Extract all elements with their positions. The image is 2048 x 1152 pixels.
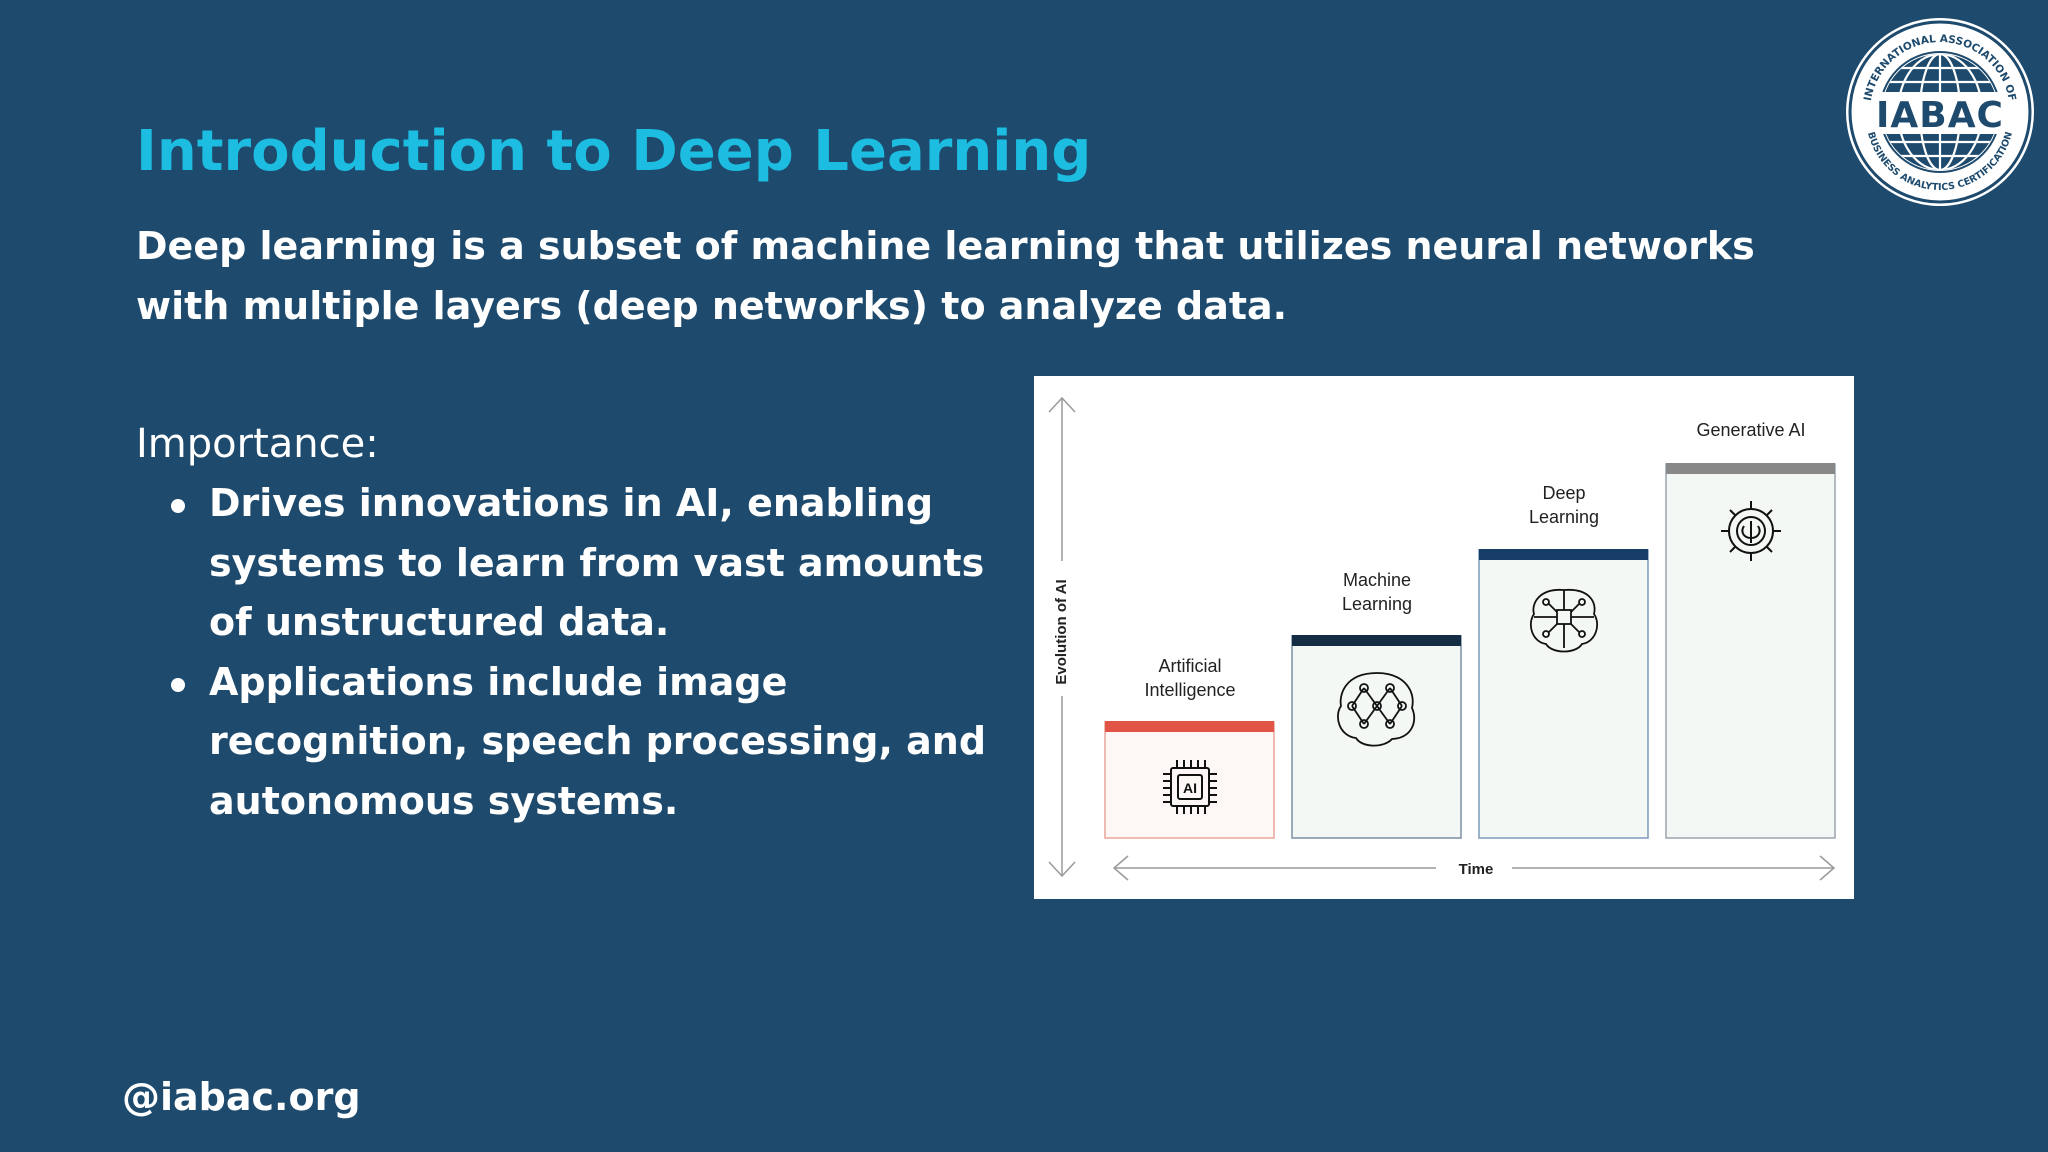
stage-box [1665,463,1836,839]
stage-artificial-intelligence: Artificial Intelligence AI [1104,656,1275,839]
bullet-text: Drives innovations in AI, enabling syste… [209,481,985,644]
stage-label-line: Deep [1542,483,1585,503]
y-axis-down-arrow-icon [1048,861,1076,878]
x-axis-right-arrow-icon [1819,855,1836,881]
iabac-seal-icon: IABAC INTERNATIONAL ASSOCIATION OF BUSIN… [1846,18,2034,206]
slide-subtitle: Deep learning is a subset of machine lea… [136,224,1755,328]
stage-label-line: Learning [1342,594,1412,614]
stage-generative-ai: Generative AI [1665,420,1836,839]
stage-label-line: Learning [1529,507,1599,527]
x-axis-left-arrow-icon [1112,855,1129,881]
bullet-text: Applications include image recognition, … [209,659,987,823]
gear-brain-icon [1721,501,1781,561]
iabac-logo: IABAC INTERNATIONAL ASSOCIATION OF BUSIN… [1844,16,2036,208]
stage-label-line: Generative AI [1696,420,1805,440]
importance-bullet-list: Drives innovations in AI, enabling syste… [136,474,1036,831]
stage-box [1291,635,1462,839]
slide-title: Introduction to Deep Learning [136,119,1092,184]
stage-label-line: Machine [1343,570,1411,590]
neural-network-icon [1337,672,1416,747]
evolution-diagram-svg: Evolution of AI Time Artificial Intellig… [1048,396,1836,881]
bullet-dot-icon [171,677,185,692]
evolution-diagram: Evolution of AI Time Artificial Intellig… [1034,376,1854,899]
stage-label-line: Artificial [1158,656,1221,676]
stage-label-line: Intelligence [1144,680,1235,700]
svg-text:AI: AI [1183,780,1197,796]
y-axis-up-arrow-icon [1048,396,1076,413]
stage-accent-bar [1479,549,1648,560]
stage-accent-bar [1105,721,1274,732]
svg-text:IABAC: IABAC [1876,95,2004,136]
circuit-brain-icon [1530,589,1598,653]
bullet-dot-icon [171,499,185,513]
importance-heading: Importance: [136,421,379,467]
bullet-item: Drives innovations in AI, enabling syste… [136,474,1036,653]
ai-chip-icon: AI [1163,760,1217,814]
y-axis-label: Evolution of AI [1053,579,1070,684]
stage-accent-bar [1292,635,1461,646]
stage-box [1104,721,1275,839]
stage-deep-learning: Deep Learning [1478,483,1649,839]
social-handle: @iabac.org [122,1075,361,1119]
stage-machine-learning: Machine Learning [1291,570,1462,839]
bullet-item: Applications include image recognition, … [136,653,1036,832]
stage-accent-bar [1666,463,1835,474]
x-axis-label: Time [1459,861,1494,878]
